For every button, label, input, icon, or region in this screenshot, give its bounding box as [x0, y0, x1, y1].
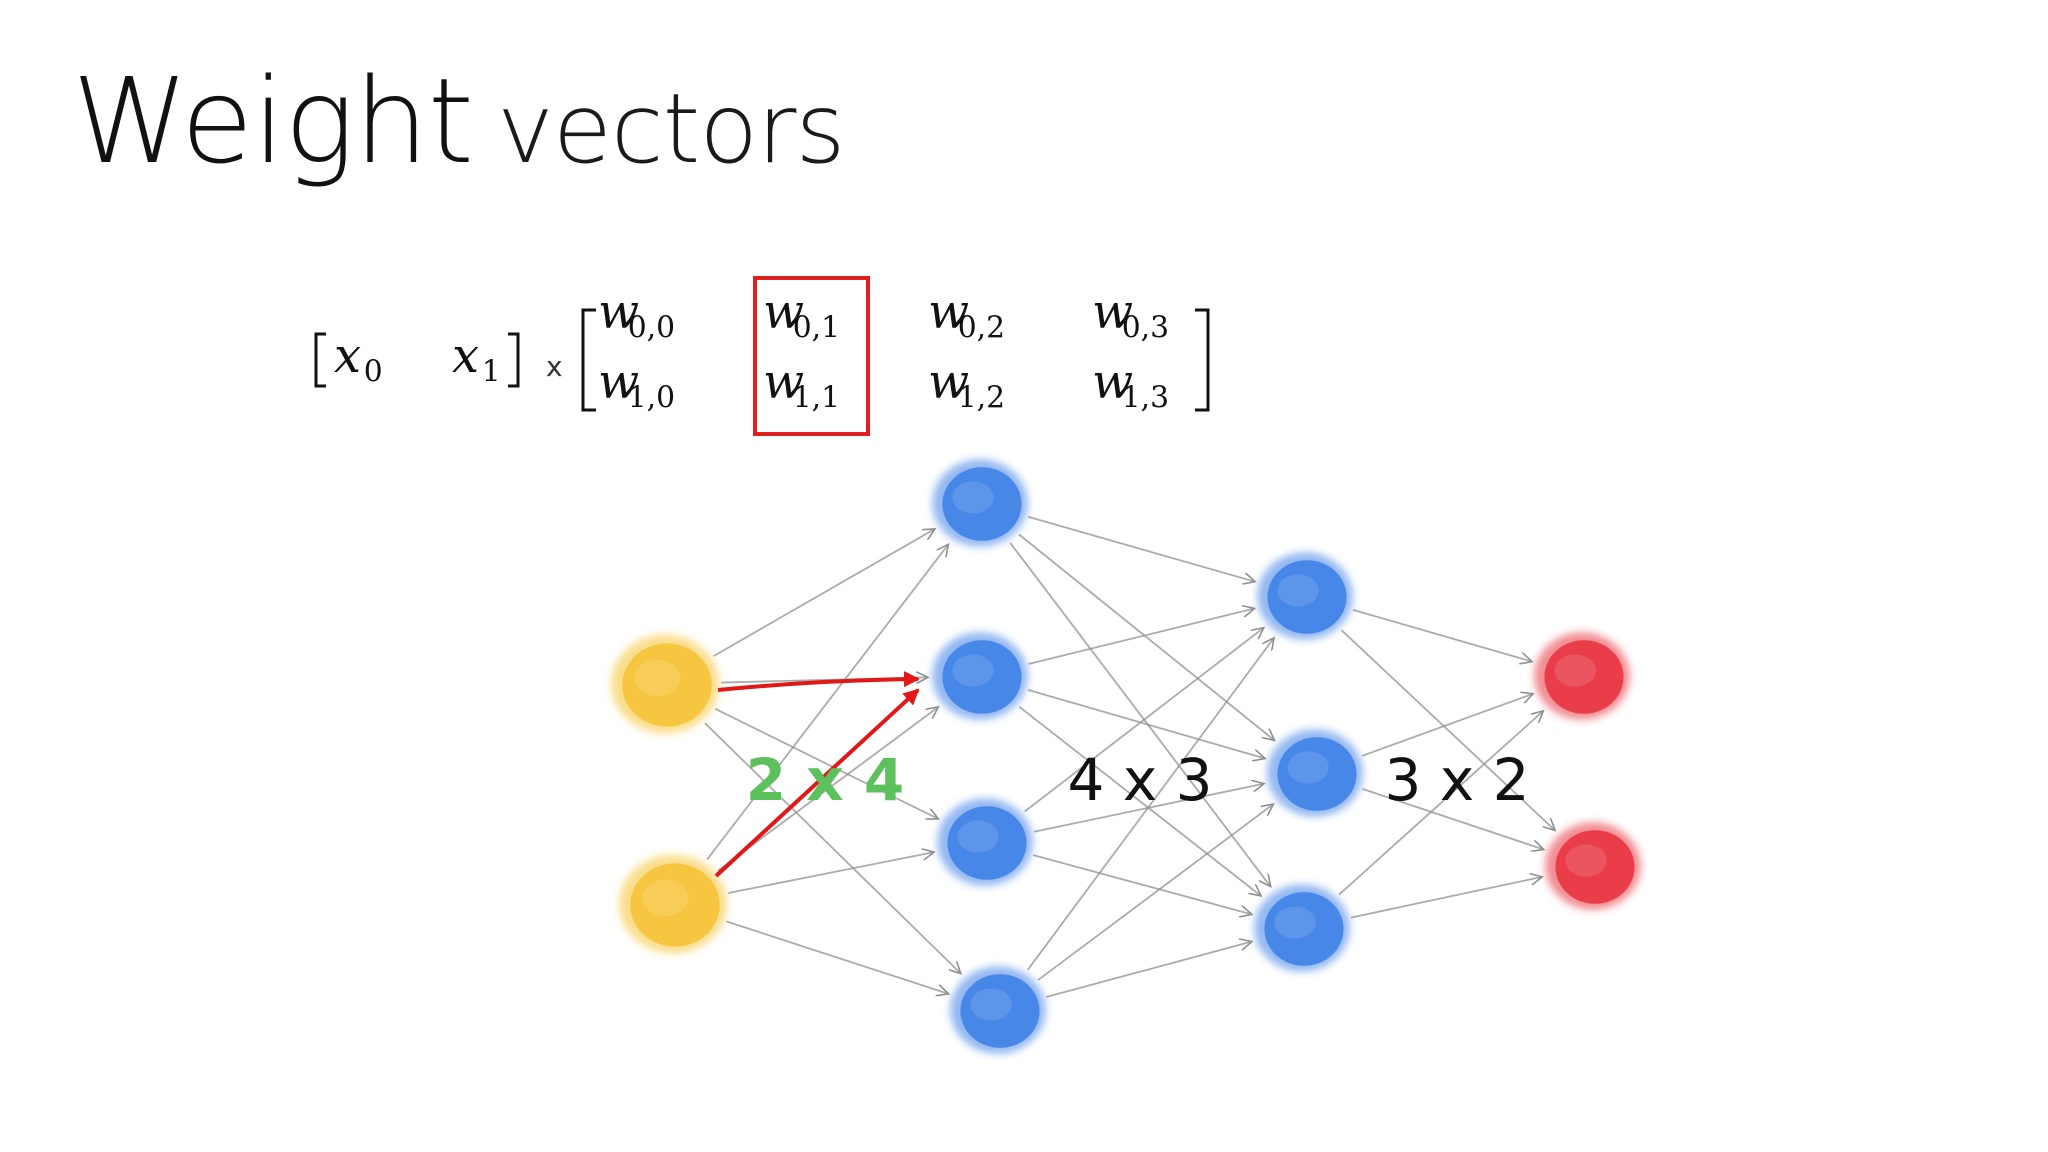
- edge-l2-2-to-1: [1350, 877, 1542, 919]
- edge-l2-0-to-1: [1340, 629, 1555, 830]
- edge-l1-2-to-0: [1024, 628, 1264, 813]
- weight-1-3: w1,3: [1092, 354, 1169, 416]
- weight-0-0-subscript: 0,0: [628, 311, 675, 346]
- input-term-1-subscript: 1: [482, 355, 501, 390]
- hidden-1-node-0: [932, 459, 1028, 547]
- matrix-bracket-left: [581, 308, 596, 412]
- edge-l0-1-to-1: [717, 707, 938, 872]
- edge-l1-0-to-1: [1018, 533, 1275, 740]
- edge-l1-3-to-2: [1046, 942, 1252, 998]
- edge-l1-2-to-2: [1033, 854, 1252, 914]
- edge-l2-0-to-0: [1352, 609, 1532, 662]
- highlighted-weight-arrows: [714, 671, 920, 878]
- highlight-arrow-from-input-1: [714, 688, 920, 878]
- dimension-label-2: 3 x 2: [1385, 746, 1530, 814]
- hidden-1-node-1: [932, 632, 1028, 720]
- hidden-1-node-2: [937, 798, 1033, 886]
- input-node-0: [610, 634, 720, 734]
- input-node-1: [618, 854, 728, 954]
- weight-1-2-symbol: w: [928, 354, 969, 410]
- weight-0-1-subscript: 0,1: [793, 311, 840, 346]
- layer-dimension-labels: 2 x 4 4 x 3 3 x 2: [746, 746, 1530, 814]
- edge-l1-0-to-2: [1009, 542, 1270, 887]
- edge-l2-1-to-1: [1362, 788, 1543, 850]
- edge-l1-1-to-0: [1028, 608, 1255, 665]
- network-nodes: [610, 459, 1641, 1054]
- dimension-label-1: 4 x 3: [1068, 746, 1213, 814]
- edge-l1-3-to-1: [1037, 804, 1273, 981]
- weight-1-0-symbol: w: [598, 354, 639, 410]
- weight-1-0-subscript: 1,0: [628, 381, 675, 416]
- weight-0-1-symbol: w: [763, 284, 804, 340]
- input-term-0-subscript: 0: [364, 355, 383, 390]
- slide-title-main: Weight: [72, 52, 474, 190]
- weight-0-1: w0,1: [763, 284, 840, 346]
- edge-l0-1-to-3: [725, 920, 948, 994]
- edge-l0-0-to-3: [704, 722, 961, 973]
- weight-0-3-symbol: w: [1092, 284, 1133, 340]
- edge-l1-1-to-1: [1027, 689, 1265, 759]
- edge-l0-0-to-2: [714, 707, 938, 819]
- weight-1-1-subscript: 1,1: [793, 381, 840, 416]
- input-bracket-right: [508, 332, 520, 388]
- highlighted-weight-column: [753, 276, 870, 436]
- input-bracket-left: [314, 332, 326, 388]
- edge-l1-1-to-2: [1018, 706, 1261, 896]
- network-edges: [704, 515, 1555, 998]
- output-node-0: [1534, 632, 1630, 720]
- weight-0-2-symbol: w: [928, 284, 969, 340]
- edge-l1-0-to-0: [1027, 515, 1255, 582]
- weight-0-2: w0,2: [928, 284, 1005, 346]
- edge-l2-2-to-0: [1338, 711, 1543, 896]
- weight-1-3-subscript: 1,3: [1122, 381, 1169, 416]
- edge-l1-3-to-0: [1027, 638, 1274, 971]
- multiply-operator: x: [546, 350, 563, 383]
- weight-1-3-symbol: w: [1092, 354, 1133, 410]
- hidden-1-node-3: [950, 966, 1046, 1054]
- output-node-1: [1545, 822, 1641, 910]
- weight-1-1: w1,1: [763, 354, 840, 416]
- weight-0-3-subscript: 0,3: [1122, 311, 1169, 346]
- weight-0-2-subscript: 0,2: [958, 311, 1005, 346]
- edge-l0-0-to-0: [713, 529, 935, 657]
- matrix-bracket-right: [1195, 308, 1210, 412]
- slide-title-rest: vectors: [497, 73, 846, 185]
- edge-l0-1-to-2: [727, 852, 934, 894]
- weight-0-0-symbol: w: [598, 284, 639, 340]
- weight-1-2-subscript: 1,2: [958, 381, 1005, 416]
- hidden-2-node-0: [1257, 552, 1353, 640]
- weight-0-3: w0,3: [1092, 284, 1169, 346]
- input-term-0-symbol: x: [334, 328, 361, 384]
- weight-1-2: w1,2: [928, 354, 1005, 416]
- input-term-1-symbol: x: [452, 328, 479, 384]
- weight-1-1-symbol: w: [763, 354, 804, 410]
- edge-l2-1-to-0: [1361, 694, 1533, 757]
- weight-0-0: w0,0: [598, 284, 675, 346]
- dimension-label-0: 2 x 4: [746, 746, 905, 814]
- hidden-2-node-2: [1254, 884, 1350, 972]
- edge-l0-1-to-0: [706, 544, 948, 861]
- highlight-arrow-from-input-0: [717, 671, 920, 692]
- weight-1-0: w1,0: [598, 354, 675, 416]
- hidden-2-node-1: [1267, 729, 1363, 817]
